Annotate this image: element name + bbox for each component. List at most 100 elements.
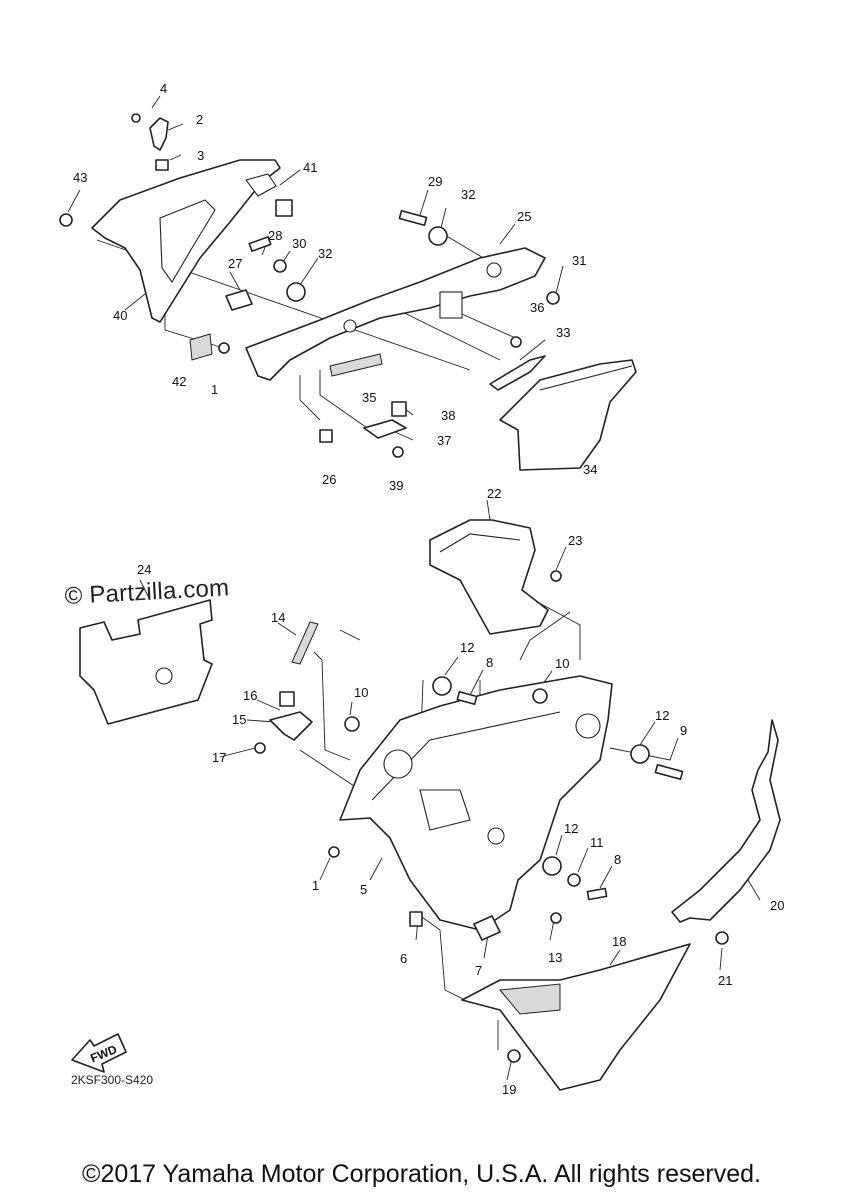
part-number-32: 32: [318, 246, 332, 261]
part-number-4: 4: [160, 81, 167, 96]
part-number-1: 1: [312, 878, 319, 893]
part-number-13: 13: [548, 950, 562, 965]
part-number-3: 3: [197, 148, 204, 163]
clip-27: [225, 289, 253, 311]
fwd-arrow: FWD: [71, 1033, 127, 1073]
part-number-9: 9: [680, 723, 687, 738]
nut-23: [550, 570, 562, 582]
bolt-17: [254, 742, 266, 754]
part-number-12: 12: [564, 821, 578, 836]
frame-5: [339, 675, 613, 931]
nut-41: [275, 199, 293, 217]
grommet-32-a: [286, 282, 306, 302]
nut-26: [319, 429, 333, 443]
part-number-14: 14: [271, 610, 285, 625]
bolt-43: [59, 213, 73, 227]
bolt-39: [392, 446, 404, 458]
screw-4: [131, 113, 141, 123]
leader-lines: [67, 95, 761, 1081]
part-number-42: 42: [172, 374, 186, 389]
part-number-31: 31: [572, 253, 586, 268]
part-number-41: 41: [303, 160, 317, 175]
grommet-1-upper: [218, 342, 230, 354]
part-number-28: 28: [268, 228, 282, 243]
bracket-37: [363, 419, 407, 439]
part-number-32: 32: [461, 187, 475, 202]
bolt-9: [654, 763, 684, 781]
part-number-29: 29: [428, 174, 442, 189]
panel-24: [79, 599, 213, 725]
part-number-40: 40: [113, 308, 127, 323]
bracket-15: [269, 711, 313, 741]
collar-10-b: [532, 688, 548, 704]
part-number-7: 7: [475, 963, 482, 978]
nut-6: [409, 911, 423, 927]
damper-3: [155, 159, 169, 171]
part-number-39: 39: [389, 478, 403, 493]
lower-cover-18: [461, 943, 691, 1091]
screw-36: [510, 336, 522, 348]
part-number-17: 17: [212, 750, 226, 765]
part-number-10: 10: [555, 656, 569, 671]
part-number-27: 27: [228, 256, 242, 271]
part-number-25: 25: [517, 209, 531, 224]
part-number-22: 22: [487, 486, 501, 501]
upper-assembly: [59, 113, 637, 471]
lower-assembly: [79, 519, 781, 1091]
grommet-16: [279, 691, 295, 707]
side-cover-34: [499, 359, 637, 471]
grommet-38: [391, 401, 407, 417]
part-number-2: 2: [196, 112, 203, 127]
bolt-8-a: [456, 691, 478, 705]
bracket-25: [245, 247, 546, 381]
part-number-8: 8: [486, 655, 493, 670]
screw-19: [507, 1049, 521, 1063]
collar-30: [273, 259, 287, 273]
grommet-12-c: [542, 856, 562, 876]
part-number-5: 5: [360, 882, 367, 897]
part-number-12: 12: [460, 640, 474, 655]
part-number-11: 11: [590, 835, 604, 850]
clip-7: [473, 915, 501, 941]
grommet-32-b: [428, 226, 448, 246]
part-number-33: 33: [556, 325, 570, 340]
cover-20: [671, 719, 781, 923]
grommet-1-lower: [328, 846, 340, 858]
strip-35: [329, 353, 383, 377]
part-number-37: 37: [437, 433, 451, 448]
pad-42: [189, 333, 213, 361]
part-number-12: 12: [655, 708, 669, 723]
part-number-36: 36: [530, 300, 544, 315]
bolt-28: [248, 236, 272, 252]
part-number-38: 38: [441, 408, 455, 423]
part-number-23: 23: [568, 533, 582, 548]
part-number-43: 43: [73, 170, 87, 185]
part-number-10: 10: [354, 685, 368, 700]
part-number-16: 16: [243, 688, 257, 703]
part-number-6: 6: [400, 951, 407, 966]
copyright-notice: ©2017 Yamaha Motor Corporation, U.S.A. A…: [82, 1160, 761, 1188]
bolt-8-b: [586, 887, 608, 901]
part-number-15: 15: [232, 712, 246, 727]
grommet-12-a: [432, 676, 452, 696]
bolt-21: [715, 931, 729, 945]
part-number-34: 34: [583, 462, 597, 477]
screw-13: [550, 912, 562, 924]
part-number-24: 24: [137, 562, 151, 577]
part-number-30: 30: [292, 236, 306, 251]
part-number-18: 18: [612, 934, 626, 949]
nut-31: [546, 291, 560, 305]
collar-11: [567, 873, 581, 887]
bracket-2: [149, 117, 169, 151]
part-number-26: 26: [322, 472, 336, 487]
part-number-21: 21: [718, 973, 732, 988]
diagram-code: 2KSF300-S420: [71, 1073, 154, 1087]
part-number-1: 1: [211, 382, 218, 397]
part-number-35: 35: [362, 390, 376, 405]
bolt-29: [398, 209, 428, 227]
strip-14: [291, 621, 319, 665]
part-number-19: 19: [502, 1082, 516, 1097]
collar-10-a: [344, 716, 360, 732]
